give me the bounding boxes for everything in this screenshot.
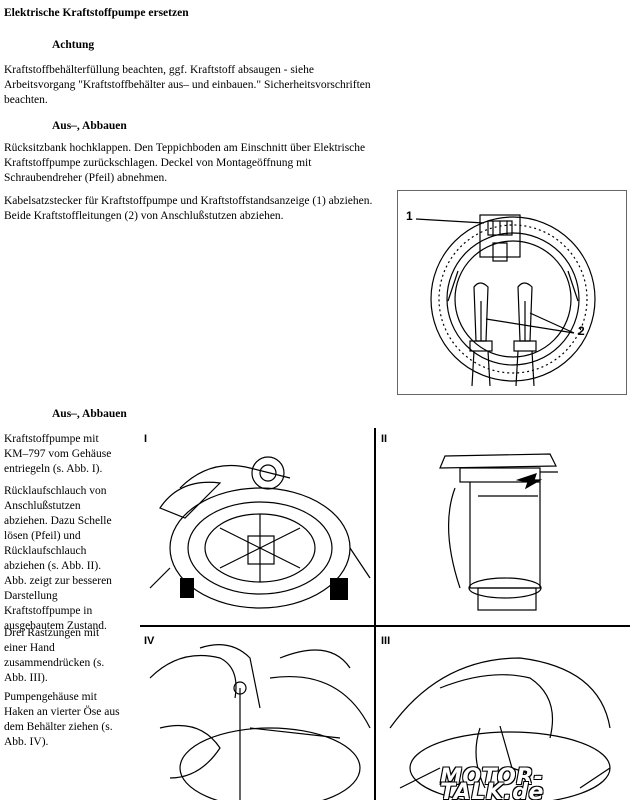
- text-line: KM–797 vom Gehäuse: [4, 448, 112, 460]
- text-line: Haken an vierter Öse aus: [4, 706, 120, 718]
- text-line: abziehen (s. Abb. II).: [4, 560, 102, 572]
- panel-iii-drawing: [389, 657, 611, 800]
- text-line: zusammendrücken (s.: [4, 657, 105, 669]
- panel-label-iii: III: [381, 635, 391, 647]
- figure-grid-illustration: [140, 428, 630, 800]
- warning-line: Kraftstoffbehälterfüllung beachten, ggf.…: [4, 64, 314, 76]
- panel-i-drawing: [149, 456, 371, 609]
- text-line: Rücksitzbank hochklappen. Den Teppichbod…: [4, 142, 366, 154]
- panel-ii-drawing: [439, 453, 558, 611]
- text-line: entriegeln (s. Abb. I).: [4, 463, 103, 475]
- warning-heading: Achtung: [52, 39, 95, 51]
- text-line: Rücklaufschlauch: [4, 545, 87, 557]
- figure-grid: I II IV III: [140, 428, 630, 800]
- step-2-text: Rücklaufschlauch von Anschlußstutzen abz…: [4, 484, 139, 634]
- step-4-text: Pumpengehäuse mit Haken an vierter Öse a…: [4, 690, 139, 750]
- text-line: Kabelsatzstecker für Kraftstoffpumpe und…: [4, 195, 373, 207]
- warning-line: beachten.: [4, 94, 48, 106]
- section1-paragraph-2: Kabelsatzstecker für Kraftstoffpumpe und…: [4, 194, 394, 224]
- text-line: Anschlußstutzen: [4, 500, 81, 512]
- text-line: Kraftstoffpumpe zurückschlagen. Deckel v…: [4, 157, 312, 169]
- text-line: Schraubendreher (Pfeil) abnehmen.: [4, 172, 168, 184]
- text-line: Kraftstoffpumpe in: [4, 605, 93, 617]
- text-line: Rücklaufschlauch von: [4, 485, 107, 497]
- warning-line: Arbeitsvorgang "Kraftstoffbehälter aus– …: [4, 79, 371, 91]
- section1-paragraph-1: Rücksitzbank hochklappen. Den Teppichbod…: [4, 141, 404, 186]
- warning-text: Kraftstoffbehälterfüllung beachten, ggf.…: [4, 63, 404, 108]
- section2-heading: Aus–, Abbauen: [52, 408, 127, 420]
- text-line: Drei Rastzungen mit: [4, 627, 100, 639]
- text-line: Abb. IV).: [4, 736, 49, 748]
- text-line: Darstellung: [4, 590, 58, 602]
- step-1-text: Kraftstoffpumpe mit KM–797 vom Gehäuse e…: [4, 432, 139, 477]
- text-line: abziehen. Dazu Schelle: [4, 515, 112, 527]
- figure-tank-opening: 1 2: [397, 190, 627, 395]
- panel-label-iv: IV: [144, 635, 155, 647]
- callout-1: 1: [406, 209, 413, 223]
- panel-label-ii: II: [381, 433, 388, 445]
- text-line: Kraftstoffpumpe mit: [4, 433, 99, 445]
- text-line: Abb. III).: [4, 672, 48, 684]
- text-line: Pumpengehäuse mit: [4, 691, 97, 703]
- text-line: dem Behälter ziehen (s.: [4, 721, 113, 733]
- text-line: Beide Kraftstoffleitungen (2) von Anschl…: [4, 210, 284, 222]
- text-line: ausgebautem Zustand.: [4, 620, 107, 632]
- text-line: Abb. zeigt zur besseren: [4, 575, 112, 587]
- text-line: einer Hand: [4, 642, 55, 654]
- text-line: lösen (Pfeil) und: [4, 530, 81, 542]
- watermark-logo: MOTOR-TALK.de: [440, 765, 544, 800]
- callout-2: 2: [578, 324, 585, 338]
- panel-iv-drawing: [149, 644, 371, 800]
- panel-i-hatch: [180, 578, 348, 600]
- tank-opening-illustration: [415, 214, 596, 387]
- panel-label-i: I: [144, 433, 148, 445]
- step-3-text: Drei Rastzungen mit einer Hand zusammend…: [4, 626, 139, 686]
- section1-heading: Aus–, Abbauen: [52, 120, 127, 132]
- page-title: Elektrische Kraftstoffpumpe ersetzen: [4, 7, 189, 19]
